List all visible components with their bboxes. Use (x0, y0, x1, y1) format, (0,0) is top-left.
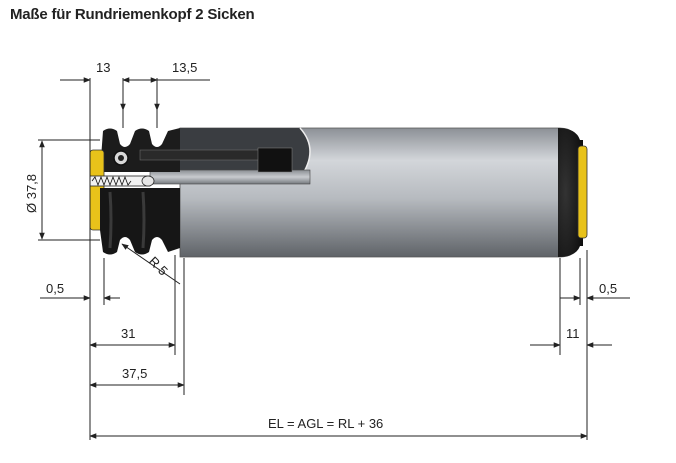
dimension-lines (38, 77, 630, 440)
dim-11: 11 (566, 326, 580, 341)
right-yellow-insert (577, 145, 588, 239)
dim-13: 13 (96, 60, 110, 75)
dim-37-5: 37,5 (122, 366, 147, 381)
dim-13-5: 13,5 (172, 60, 197, 75)
belt-head-lower (100, 188, 180, 255)
dim-offset-left: 0,5 (46, 281, 64, 296)
roller-part (89, 127, 588, 258)
dim-overall-length: EL = AGL = RL + 36 (268, 416, 383, 431)
dim-offset-right: 0,5 (599, 281, 617, 296)
spring (91, 175, 132, 187)
drawing-title: Maße für Rundriemenkopf 2 Sicken (10, 6, 255, 23)
dim-diameter: Ø 37,8 (24, 174, 39, 213)
right-end-cap (558, 128, 583, 257)
dim-31: 31 (121, 326, 135, 341)
